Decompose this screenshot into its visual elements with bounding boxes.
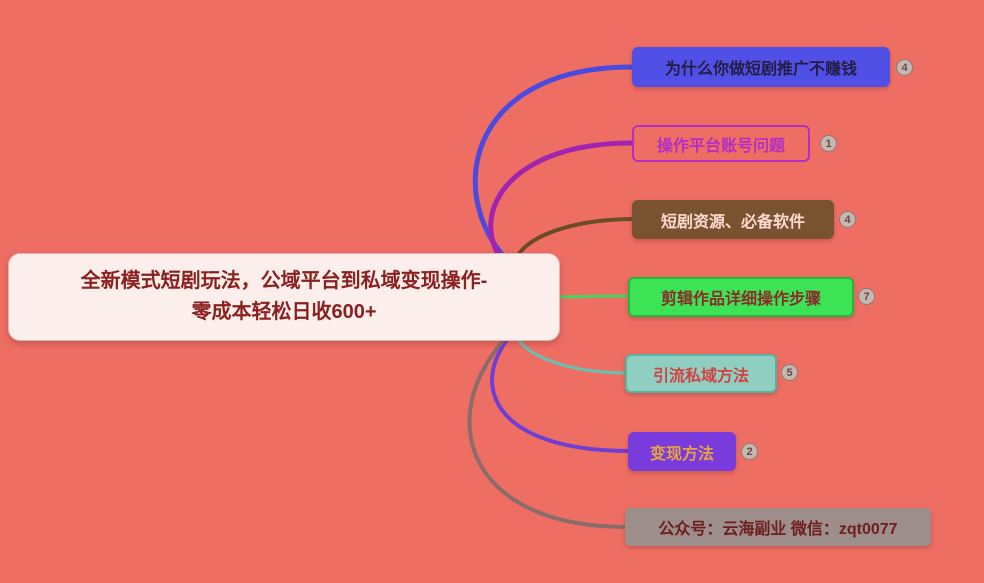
child-count-badge[interactable]: 5 [781, 364, 798, 381]
root-topic-line1: 全新模式短剧玩法，公域平台到私域变现操作- [80, 270, 488, 292]
topic-why-not-earning[interactable]: 为什么你做短剧推广不赚钱 [632, 47, 890, 87]
topic-label: 为什么你做短剧推广不赚钱 [664, 61, 857, 78]
child-count-badge[interactable]: 7 [858, 288, 875, 305]
topic-label: 短剧资源、必备软件 [660, 213, 805, 231]
topic-private-traffic[interactable]: 引流私域方法 [625, 354, 777, 393]
topic-label: 剪辑作品详细操作步骤 [660, 291, 821, 308]
topic-label: 操作平台账号问题 [656, 137, 785, 155]
root-topic[interactable]: 全新模式短剧玩法，公域平台到私域变现操作- 零成本轻松日收600+ [8, 253, 560, 341]
root-topic-line2: 零成本轻松日收600+ [191, 301, 377, 323]
topic-monetization[interactable]: 变现方法 [628, 432, 736, 471]
topic-resources-software[interactable]: 短剧资源、必备软件 [632, 200, 834, 239]
topic-label: 公众号：云海副业 微信：zqt0077 [658, 521, 898, 538]
child-count-badge[interactable]: 4 [896, 59, 913, 76]
topic-editing-steps[interactable]: 剪辑作品详细操作步骤 [628, 277, 854, 317]
topic-platform-account[interactable]: 操作平台账号问题 [632, 125, 810, 162]
branch-line-7 [467, 306, 629, 529]
topic-label: 引流私域方法 [652, 367, 749, 385]
topic-wechat-contact[interactable]: 公众号：云海副业 微信：zqt0077 [625, 508, 931, 546]
topic-label: 变现方法 [649, 445, 714, 463]
child-count-badge[interactable]: 2 [741, 443, 758, 460]
child-count-badge[interactable]: 1 [820, 135, 837, 152]
child-count-badge[interactable]: 4 [839, 211, 856, 228]
